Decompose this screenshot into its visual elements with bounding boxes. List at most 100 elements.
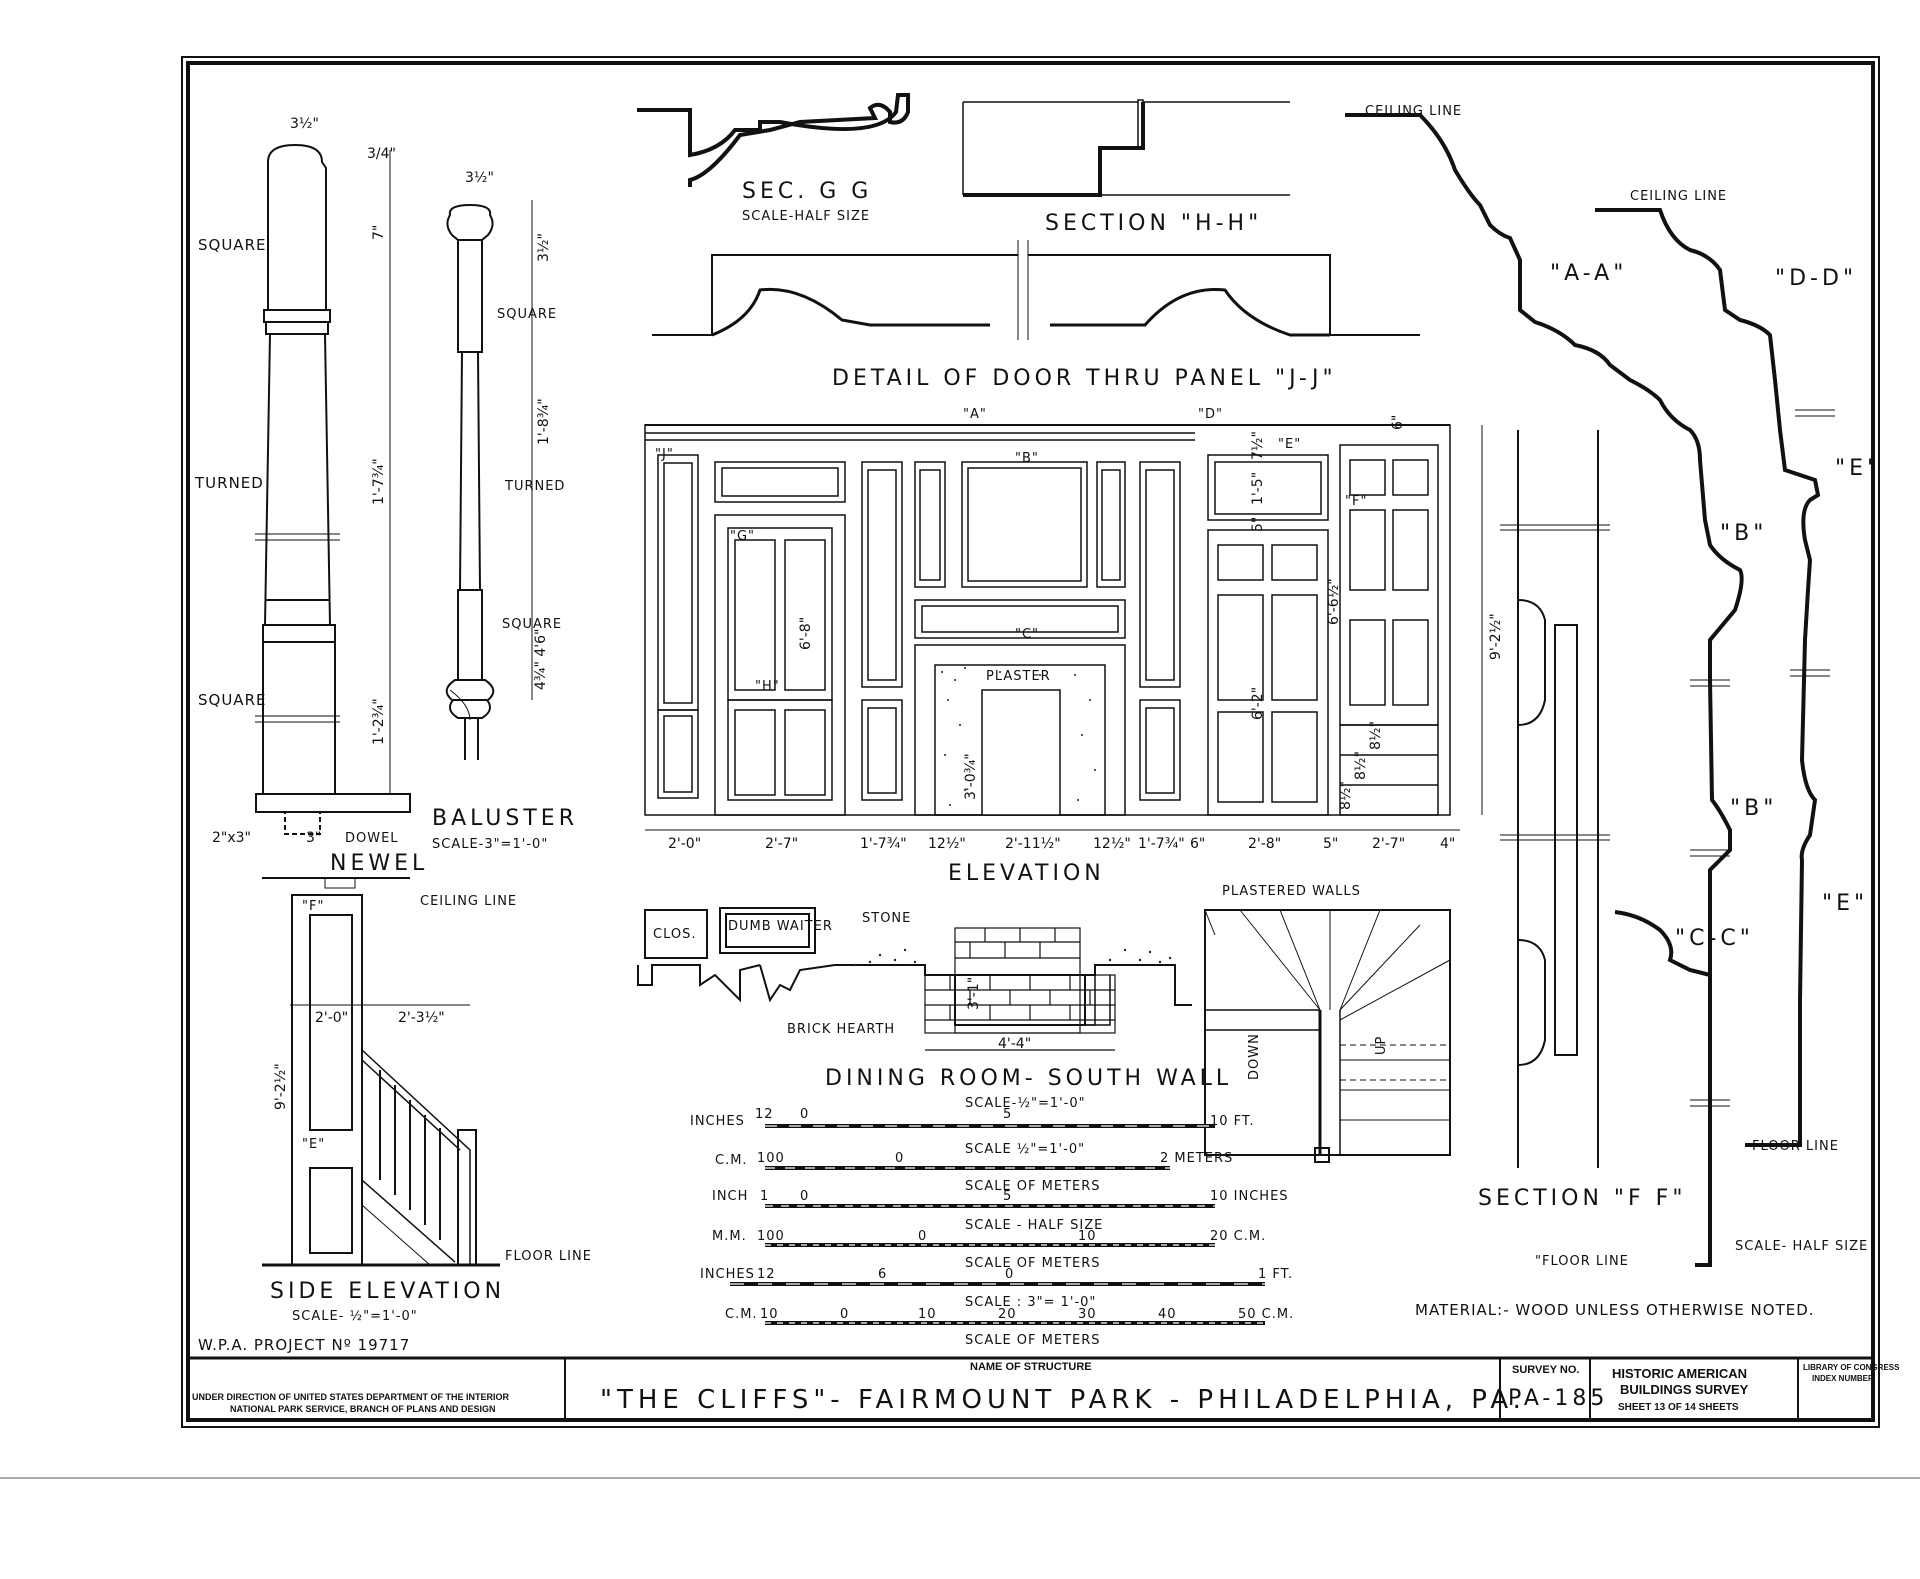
elevation-bdim-9: 2'-8" [1248, 836, 1281, 852]
side-elevation-drawing [262, 877, 500, 1267]
scale-5-tick-1: 6 [878, 1267, 887, 1282]
baluster-dim-shaft: 1'-8¾" [536, 398, 552, 445]
scale-6-tick-4: 30 [1078, 1307, 1097, 1322]
newel-label-square-top: SQUARE [198, 236, 266, 254]
scale-2-tick-1: 0 [895, 1151, 904, 1166]
elevation-bdim-4: 12½" [928, 836, 966, 852]
scale-2-unit: C.M. [715, 1153, 748, 1168]
elevation-opening: 3'-0¾" [963, 753, 979, 800]
elevation-tag-d: "D" [1198, 407, 1223, 422]
plan-dumb-waiter: DUMB WAITER [728, 919, 833, 934]
elevation-bdim-5: 2'-11½" [1005, 836, 1061, 852]
dining-plan-drawing [637, 907, 1192, 1026]
plan-down: DOWN [1247, 1033, 1262, 1080]
title-block [188, 1356, 1873, 1420]
title-loc-2: INDEX NUMBER [1812, 1374, 1874, 1383]
elevation-tag-e: "E" [1278, 437, 1301, 452]
newel-dim-shaft: 1'-7¾" [371, 458, 387, 505]
scale-3-unit: INCH [712, 1189, 748, 1204]
scale-4-unit: M.M. [712, 1229, 747, 1244]
scale-1-unit: INCHES [690, 1114, 745, 1129]
molding-ceiling-1: CEILING LINE [1365, 104, 1462, 119]
scale-bars [730, 1124, 1265, 1325]
elevation-rdim-4: 5" [1250, 517, 1266, 532]
scale-6-tick-5: 40 [1158, 1307, 1177, 1322]
sec-gg-title: SEC. G G [742, 179, 872, 204]
baluster-label-square-top: SQUARE [497, 307, 557, 322]
baluster-scale: SCALE-3"=1'-0" [432, 837, 548, 852]
scale-4-tick-2: 10 [1078, 1229, 1097, 1244]
newel-label-dowel: DOWEL [345, 831, 399, 846]
plan-stone: STONE [862, 911, 911, 926]
scale-6-tick-0: 10 [760, 1307, 779, 1322]
scale-1-caption: SCALE ½"=1'-0" [965, 1142, 1085, 1157]
sec-hh-title: SECTION "H-H" [1045, 211, 1262, 236]
stone-stipple [853, 948, 1172, 967]
elevation-bdim-1: 2'-0" [668, 836, 701, 852]
newel-label-square-bottom: SQUARE [198, 691, 266, 709]
plan-up: UP [1374, 1036, 1389, 1055]
sec-hh-profile [962, 99, 1290, 197]
newel-dim-top: 7" [371, 225, 387, 240]
elevation-height: 9'-2½" [1488, 613, 1504, 660]
scale-6-tick-1: 0 [840, 1307, 849, 1322]
elevation-rdim-9: 8½" [1368, 721, 1384, 750]
side-elevation-scale: SCALE- ½"=1'-0" [292, 1309, 418, 1324]
side-elevation-dim-width: 2'-0" [315, 1010, 348, 1026]
newel-dim-post: 2"x3" [212, 830, 251, 846]
plan-hearth-width: 4'-4" [998, 1036, 1031, 1052]
title-sheet: SHEET 13 OF 14 SHEETS [1618, 1402, 1739, 1413]
elevation-tag-f: "F" [1345, 494, 1367, 509]
elevation-rdim-6: 6'-2" [1250, 687, 1266, 720]
newel-dim-width: 3½" [290, 116, 319, 132]
elevation-bdim-8: 6" [1190, 836, 1205, 852]
scale-3-tick-2: 5 [1003, 1189, 1012, 1204]
scale-1-tick-3: 10 FT. [1210, 1114, 1254, 1129]
stair-plan-drawing [1204, 909, 1451, 1163]
plan-closet: CLOS. [653, 927, 696, 942]
scale-4-caption: SCALE OF METERS [965, 1256, 1101, 1271]
elevation-rdim-7: 8½" [1338, 781, 1354, 810]
newel-drawing [255, 143, 411, 835]
scale-4-tick-0: 100 [757, 1229, 785, 1244]
molding-dd-label: "D-D" [1775, 266, 1857, 291]
elevation-rdim-1: 6" [1390, 415, 1406, 430]
scale-5-caption: SCALE : 3"= 1'-0" [965, 1295, 1096, 1310]
title-loc-1: LIBRARY OF CONGRESS [1803, 1363, 1900, 1372]
project-number: W.P.A. PROJECT Nº 19717 [198, 1336, 410, 1354]
plan-plastered-walls: PLASTERED WALLS [1222, 884, 1361, 899]
sec-gg-scale: SCALE-HALF SIZE [742, 209, 870, 224]
newel-dim-dowel-width: 3" [306, 830, 321, 846]
scale-2-caption: SCALE OF METERS [965, 1179, 1101, 1194]
inner-border [186, 61, 1875, 1422]
baluster-label-square-bottom: SQUARE [502, 617, 562, 632]
molding-profile-aa [1345, 113, 1744, 1267]
scale-1-tick-2: 5 [1003, 1107, 1012, 1122]
baluster-dim-cap: 3½" [536, 233, 552, 262]
scale-3-tick-0: 1 [760, 1189, 769, 1204]
elevation-tag-j: "J" [655, 447, 674, 462]
title-survey-number: PA-185 [1508, 1386, 1608, 1411]
elevation-bdim-10: 5" [1323, 836, 1338, 852]
elevation-plaster: PLASTER [986, 669, 1051, 684]
title-habs-1: HISTORIC AMERICAN [1612, 1366, 1747, 1381]
elevation-bdim-6: 12½" [1093, 836, 1131, 852]
section-ff-drawing [1500, 430, 1610, 1168]
scale-5-unit: INCHES [700, 1267, 755, 1282]
newel-title: NEWEL [330, 851, 428, 876]
title-name-label: NAME OF STRUCTURE [970, 1361, 1092, 1373]
scale-6-tick-6: 50 C.M. [1238, 1307, 1294, 1322]
newel-label-turned: TURNED [194, 474, 264, 492]
sec-gg-profile [637, 93, 910, 187]
brick-hearth [924, 927, 1116, 1051]
door-detail-profile [652, 240, 1420, 340]
title-agency-1: UNDER DIRECTION OF UNITED STATES DEPARTM… [192, 1392, 510, 1402]
section-ff-title: SECTION "F F" [1478, 1186, 1686, 1211]
elevation-tag-h: "H" [755, 679, 780, 694]
elevation-tag-c: "C" [1015, 627, 1039, 642]
plan-hearth-depth: 3'-1" [966, 977, 982, 1010]
plan-title: DINING ROOM- SOUTH WALL [825, 1066, 1232, 1091]
elevation-rdim-8: 8½" [1353, 751, 1369, 780]
